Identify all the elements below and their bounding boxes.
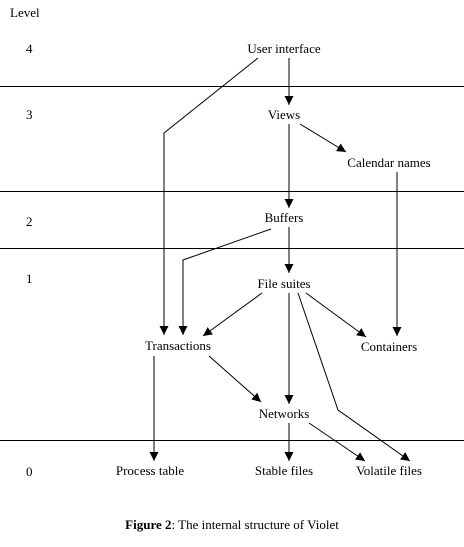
node-stable-files: Stable files (255, 463, 313, 478)
figure-caption-label: Figure 2 (125, 517, 172, 532)
edges (149, 57, 411, 462)
level-label-4: 4 (26, 41, 33, 56)
figure-caption: Figure 2: The internal structure of Viol… (0, 517, 464, 533)
level-header: Level (10, 5, 40, 20)
edge-file-suites-to-transactions (202, 292, 263, 337)
node-views: Views (268, 107, 300, 122)
level-label-1: 1 (26, 271, 33, 286)
node-user-interface: User interface (247, 41, 320, 56)
edge-file-suites-to-volatile-files (297, 292, 411, 462)
node-file-suites: File suites (257, 276, 310, 291)
level-label-2: 2 (26, 214, 33, 229)
edge-views-to-calendar-names (299, 123, 347, 153)
level-label-0: 0 (26, 464, 33, 479)
level-label-3: 3 (26, 107, 33, 122)
node-transactions: Transactions (145, 338, 211, 353)
node-volatile-files: Volatile files (356, 463, 422, 478)
node-process-table: Process table (116, 463, 184, 478)
edge-networks-to-volatile-files (308, 422, 366, 462)
node-calendar-names: Calendar names (347, 155, 430, 170)
node-buffers: Buffers (265, 210, 304, 225)
node-containers: Containers (361, 339, 417, 354)
edge-transactions-to-networks (208, 355, 262, 403)
figure-caption-text: : The internal structure of Violet (171, 517, 339, 532)
edge-buffers-to-transactions (178, 228, 272, 335)
node-networks: Networks (259, 406, 310, 421)
edge-file-suites-to-containers (305, 292, 367, 338)
level-separators (0, 86, 464, 441)
edge-user-interface-to-transactions (159, 57, 259, 335)
